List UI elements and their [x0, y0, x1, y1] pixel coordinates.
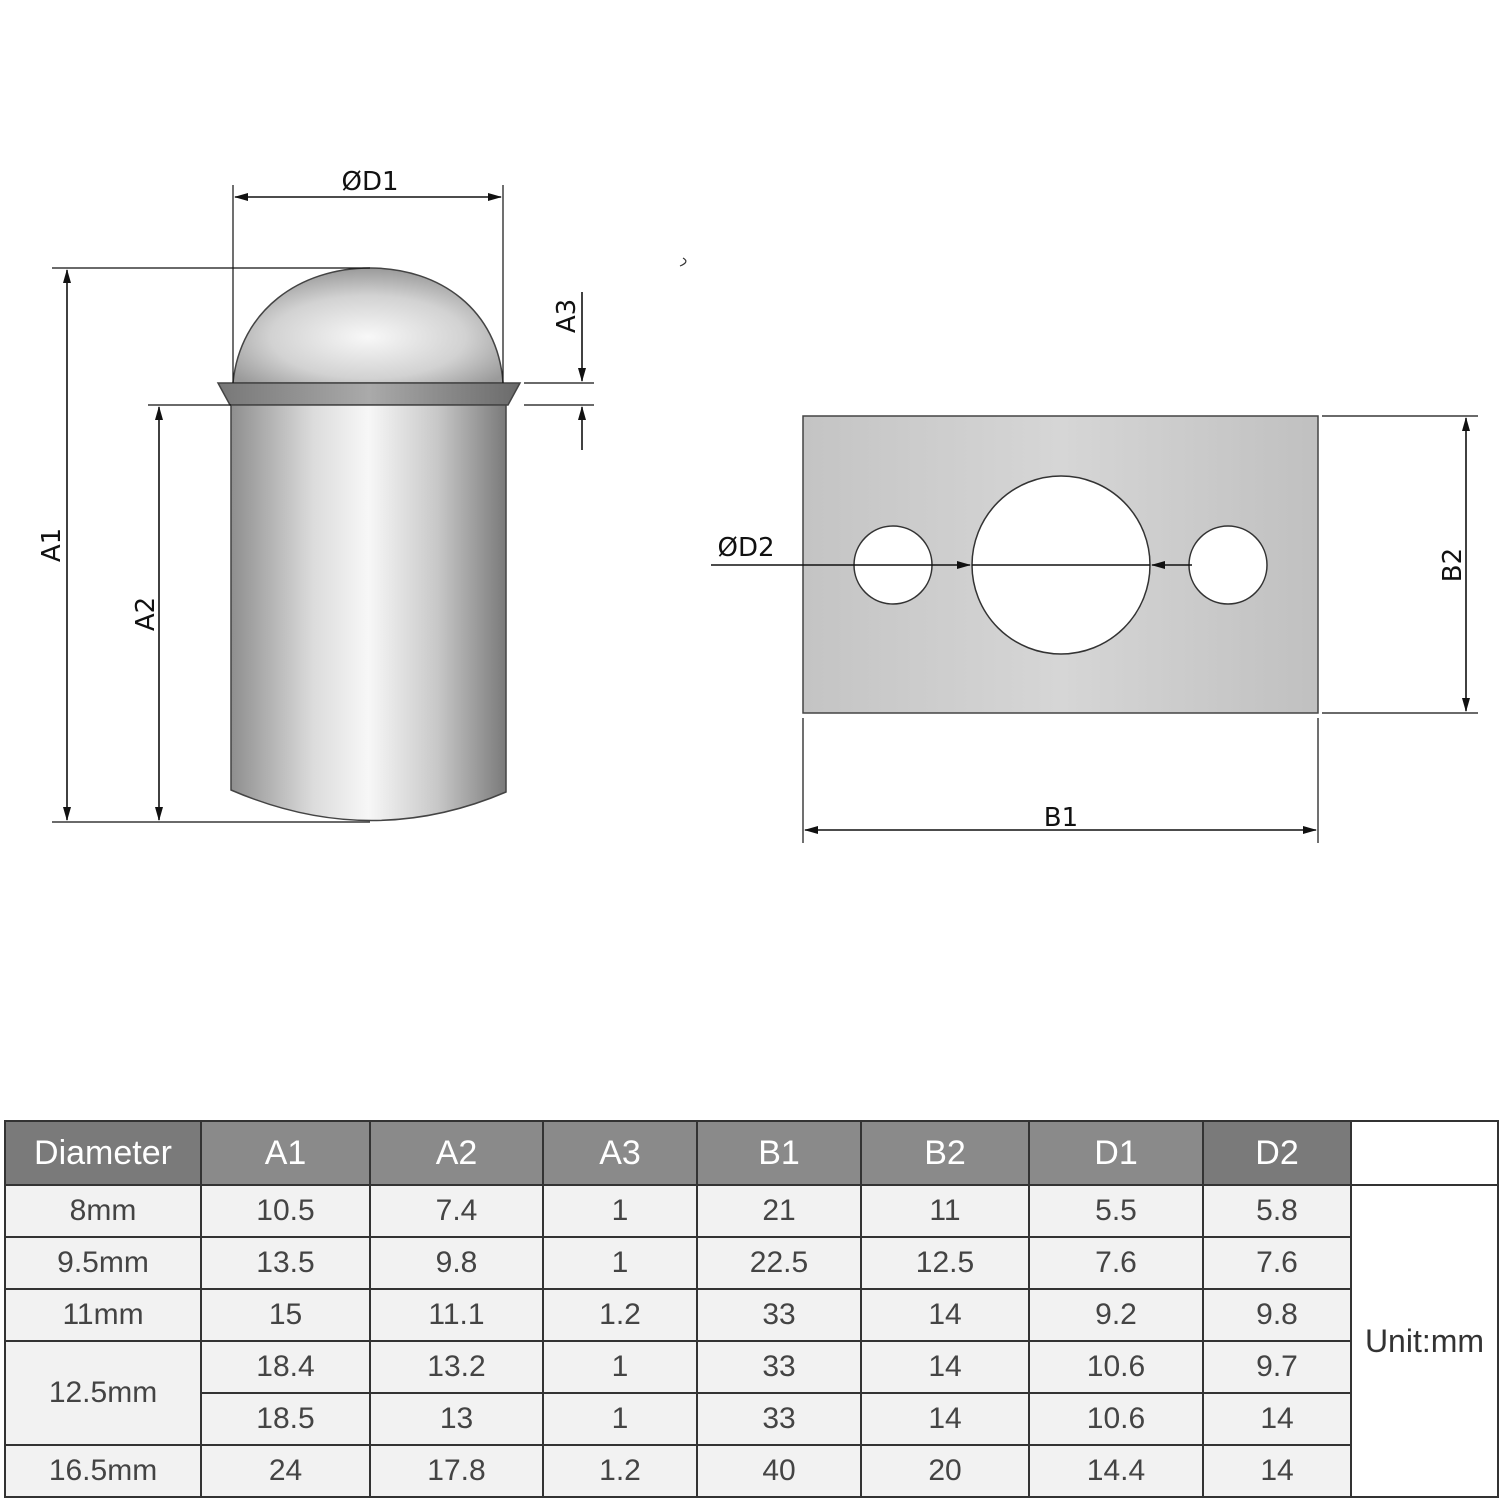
header-a3: A3: [542, 1120, 698, 1186]
a1-label: A1: [37, 528, 67, 562]
cell-d2: 9.7: [1202, 1340, 1352, 1394]
cell-a2: 17.8: [369, 1444, 544, 1498]
cell-b2: 12.5: [860, 1236, 1030, 1290]
a3-label: A3: [552, 299, 582, 333]
cell-d2: 7.6: [1202, 1236, 1352, 1290]
d1-label: ØD1: [341, 167, 398, 197]
cell-diameter: 11mm: [4, 1288, 202, 1342]
cell-d2: 14: [1202, 1392, 1352, 1446]
ball-dome: [232, 267, 504, 384]
cell-a3: 1: [542, 1236, 698, 1290]
cell-d1: 10.6: [1028, 1392, 1204, 1446]
table-row: 18.5 13 1 33 14 10.6 14: [5, 1392, 1498, 1446]
d2-label: ØD2: [717, 533, 774, 563]
table-row: 11mm 15 11.1 1.2 33 14 9.2 9.8: [4, 1288, 1498, 1342]
cell-a1: 24: [200, 1444, 371, 1498]
table-row: 12.5mm 18.4 13.2 1 33 14 10.6 9.7: [4, 1340, 1498, 1446]
b2-label: B2: [1438, 548, 1468, 582]
cell-d1: 9.2: [1028, 1288, 1204, 1342]
cell-diameter: 12.5mm: [4, 1340, 202, 1446]
cell-a2: 11.1: [369, 1288, 544, 1342]
cell-d2: 9.8: [1202, 1288, 1352, 1342]
header-d1: D1: [1028, 1120, 1204, 1186]
cell-a2: 7.4: [369, 1184, 544, 1238]
table-row: 16.5mm 24 17.8 1.2 40 20 14.4 14: [4, 1444, 1498, 1498]
cell-diameter: 8mm: [4, 1184, 202, 1238]
cell-a3: 1: [542, 1340, 698, 1394]
cell-a1: 15: [200, 1288, 371, 1342]
cell-b2: 14: [860, 1340, 1030, 1394]
cell-b1: 33: [696, 1392, 862, 1446]
header-b1: B1: [696, 1120, 862, 1186]
cell-d1: 7.6: [1028, 1236, 1204, 1290]
header-diameter: Diameter: [4, 1120, 202, 1186]
spec-table: Diameter A1 A2 A3 B1 B2 D1 D2 8mm 10.5 7…: [4, 1120, 1499, 1498]
cell-a1: 18.5: [200, 1392, 371, 1446]
cell-a3: 1.2: [542, 1288, 698, 1342]
cell-diameter: 16.5mm: [4, 1444, 202, 1498]
cell-diameter: 9.5mm: [4, 1236, 202, 1290]
technical-drawing: ØD1 A1 A2 A3 ØD2 B2: [37, 167, 1478, 843]
cell-b2: 11: [860, 1184, 1030, 1238]
mounting-plate-view: ØD2 B2 B1: [711, 415, 1478, 843]
header-row: Diameter A1 A2 A3 B1 B2 D1 D2: [4, 1120, 1499, 1186]
cell-b2: 14: [860, 1288, 1030, 1342]
ball-pin-view: ØD1 A1 A2 A3: [37, 167, 594, 823]
unit-label: Unit:mm: [1350, 1184, 1499, 1498]
table-row: 8mm 10.5 7.4 1 21 11 5.5 5.8 Unit:mm: [4, 1184, 1499, 1498]
cell-b2: 14: [860, 1392, 1030, 1446]
pin-body: [230, 404, 507, 822]
cell-b1: 40: [696, 1444, 862, 1498]
header-a2: A2: [369, 1120, 544, 1186]
header-a1: A1: [200, 1120, 371, 1186]
cell-b1: 22.5: [696, 1236, 862, 1290]
cell-a2: 13.2: [369, 1340, 544, 1394]
cell-d1: 14.4: [1028, 1444, 1204, 1498]
cell-b1: 33: [696, 1340, 862, 1394]
cell-b2: 20: [860, 1444, 1030, 1498]
cell-a3: 1.2: [542, 1444, 698, 1498]
header-b2: B2: [860, 1120, 1030, 1186]
cell-a1: 13.5: [200, 1236, 371, 1290]
unit-header-blank: [1350, 1120, 1499, 1185]
cell-a1: 18.4: [200, 1340, 371, 1394]
cell-a2: 9.8: [369, 1236, 544, 1290]
b1-label: B1: [1044, 803, 1078, 833]
a2-label: A2: [131, 597, 161, 631]
stray-mark: [679, 257, 687, 267]
cell-a3: 1: [542, 1184, 698, 1238]
cell-d1: 5.5: [1028, 1184, 1204, 1238]
cell-d2: 14: [1202, 1444, 1352, 1498]
header-d2: D2: [1202, 1120, 1352, 1186]
table-row: 9.5mm 13.5 9.8 1 22.5 12.5 7.6 7.6: [4, 1236, 1498, 1290]
cell-b1: 21: [696, 1184, 862, 1238]
right-mounting-hole: [1188, 525, 1268, 605]
cell-a3: 1: [542, 1392, 698, 1446]
cell-a2: 13: [369, 1392, 544, 1446]
cell-a1: 10.5: [200, 1184, 371, 1238]
cell-b1: 33: [696, 1288, 862, 1342]
cell-d2: 5.8: [1202, 1184, 1352, 1238]
cell-d1: 10.6: [1028, 1340, 1204, 1394]
pin-collar: [216, 382, 522, 406]
